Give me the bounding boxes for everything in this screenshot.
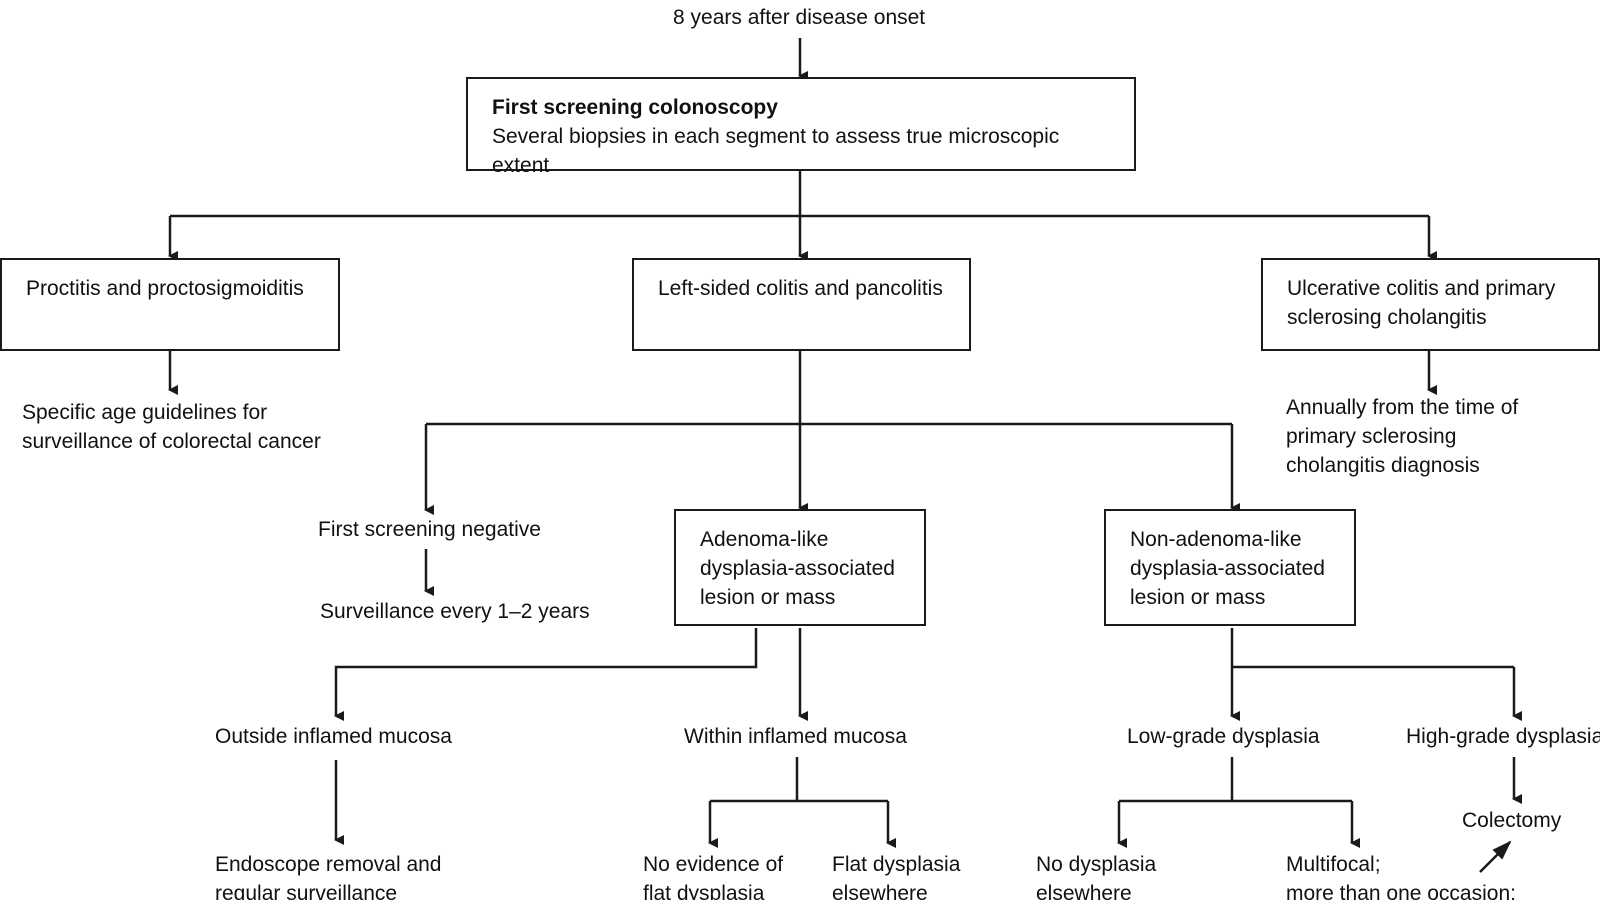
endoscope-removal-line-1: Endoscope removal and <box>215 853 442 876</box>
adenoma-line-2: dysplasia-associated <box>700 557 895 580</box>
no-dysplasia-line-2: elsewhere <box>1036 882 1132 900</box>
high-grade-label: High-grade dysplasia <box>1406 725 1600 748</box>
non-adenoma-box: Non-adenoma-like dysplasia-associated le… <box>1104 509 1356 626</box>
psc-box: Ulcerative colitis and primary sclerosin… <box>1261 258 1600 351</box>
no-evidence-line-2: flat dysplasia <box>643 882 765 900</box>
adenoma-line-1: Adenoma-like <box>700 528 829 551</box>
colectomy-label: Colectomy <box>1462 809 1562 832</box>
multifocal-line-1: Multifocal; <box>1286 853 1381 876</box>
no-dysplasia-line-1: No dysplasia <box>1036 853 1157 876</box>
flat-dysplasia-outcome: Flat dysplasia elsewhere <box>832 850 960 900</box>
first-screening-subtitle: Several biopsies in each segment to asse… <box>492 125 1060 177</box>
flat-dysplasia-line-2: elsewhere <box>832 882 928 900</box>
proctitis-outcome-line-2: surveillance of colorectal cancer <box>22 430 321 453</box>
proctitis-outcome-line-1: Specific age guidelines for <box>22 401 268 424</box>
psc-label-line-1: Ulcerative colitis and primary <box>1287 277 1556 300</box>
flat-dysplasia-line-1: Flat dysplasia <box>832 853 961 876</box>
psc-outcome: Annually from the time of primary sclero… <box>1286 393 1518 480</box>
negative-label: First screening negative <box>318 518 541 541</box>
left-sided-label: Left-sided colitis and pancolitis <box>658 277 943 300</box>
no-evidence-outcome: No evidence of flat dysplasia <box>643 850 783 900</box>
multifocal-outcome: Multifocal; more than one occasion; <box>1286 850 1516 900</box>
endoscope-removal-outcome: Endoscope removal and regular surveillan… <box>215 850 441 900</box>
proctitis-label: Proctitis and proctosigmoiditis <box>26 277 304 300</box>
psc-outcome-line-1: Annually from the time of <box>1286 396 1519 419</box>
non-adenoma-line-2: dysplasia-associated <box>1130 557 1325 580</box>
first-screening-title: First screening colonoscopy <box>492 96 778 119</box>
non-adenoma-line-1: Non-adenoma-like <box>1130 528 1302 551</box>
low-grade-label: Low-grade dysplasia <box>1127 725 1320 748</box>
adenoma-line-3: lesion or mass <box>700 586 836 609</box>
no-dysplasia-outcome: No dysplasia elsewhere <box>1036 850 1156 900</box>
proctitis-box: Proctitis and proctosigmoiditis <box>0 258 340 351</box>
psc-outcome-line-2: primary sclerosing <box>1286 425 1457 448</box>
psc-label-line-2: sclerosing cholangitis <box>1287 306 1487 329</box>
multifocal-line-2: more than one occasion; <box>1286 882 1516 900</box>
arrow-multifocal-to-colectomy <box>1479 840 1512 873</box>
within-mucosa-label: Within inflamed mucosa <box>684 725 907 748</box>
psc-outcome-line-3: cholangitis diagnosis <box>1286 454 1480 477</box>
proctitis-outcome: Specific age guidelines for surveillance… <box>22 398 321 456</box>
no-evidence-line-1: No evidence of <box>643 853 784 876</box>
arrow-adenoma-to-outside <box>334 628 758 721</box>
first-screening-box: First screening colonoscopy Several biop… <box>466 77 1136 177</box>
surveillance-label: Surveillance every 1–2 years <box>320 600 590 623</box>
adenoma-box: Adenoma-like dysplasia-associated lesion… <box>674 509 926 626</box>
endoscope-removal-line-2: regular surveillance <box>215 882 398 900</box>
onset-label: 8 years after disease onset <box>673 6 926 29</box>
outside-mucosa-label: Outside inflamed mucosa <box>215 725 452 748</box>
non-adenoma-line-3: lesion or mass <box>1130 586 1266 609</box>
left-sided-box: Left-sided colitis and pancolitis <box>632 258 971 351</box>
